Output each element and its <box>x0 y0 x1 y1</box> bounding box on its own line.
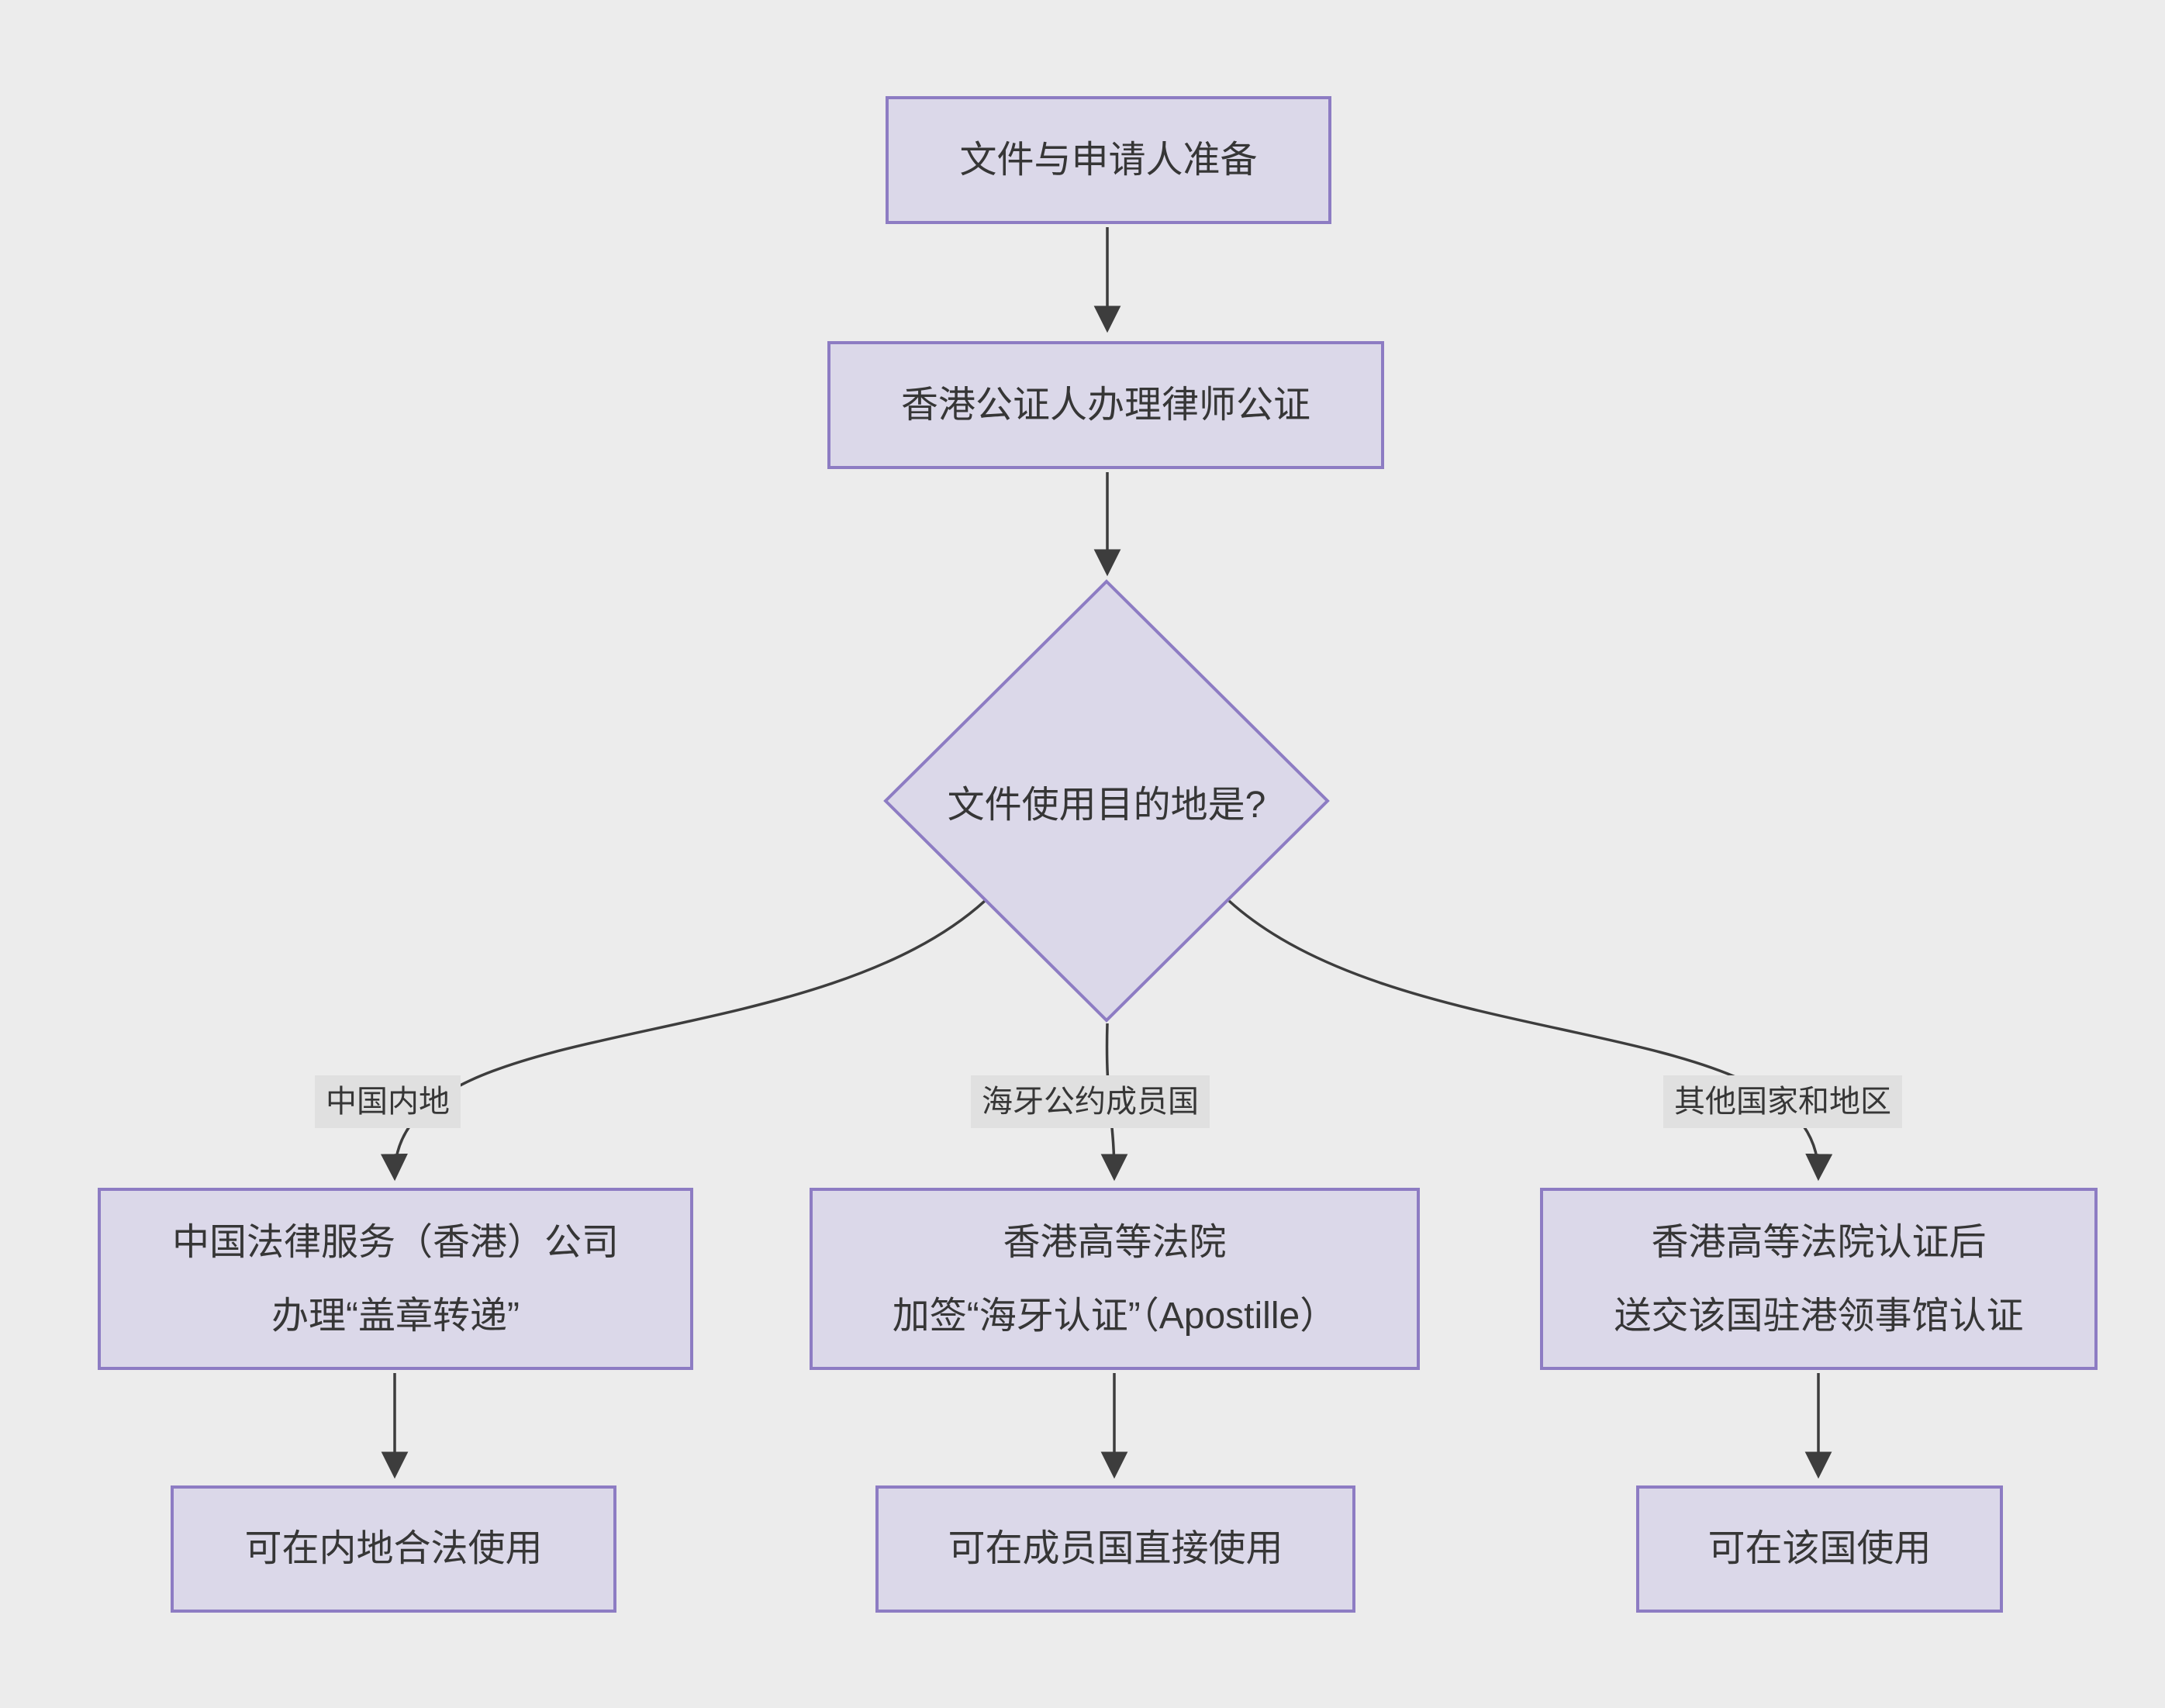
node-china-legal-services-transfer: 中国法律服务（香港）公司 办理“盖章转递” <box>98 1188 693 1370</box>
node-hk-high-court-apostille: 香港高等法院 加签“海牙认证”（Apostille） <box>810 1188 1420 1370</box>
edge-decision-to-other-process <box>1228 899 1833 1182</box>
edge-label-other-countries: 其他国家和地区 <box>1663 1075 1902 1128</box>
node-usable-in-mainland: 可在内地合法使用 <box>171 1485 616 1613</box>
node-line: 香港高等法院认证后 <box>1651 1221 1987 1263</box>
node-hk-notary-lawyer-notarization: 香港公证人办理律师公证 <box>827 341 1384 469</box>
node-usable-in-member-states: 可在成员国直接使用 <box>875 1485 1355 1613</box>
node-line: 加签“海牙认证”（Apostille） <box>892 1295 1338 1337</box>
node-line: 送交该国驻港领事馆认证 <box>1614 1295 2024 1337</box>
edge-label-mainland-china: 中国内地 <box>315 1075 461 1128</box>
node-line: 香港高等法院 <box>1003 1221 1227 1263</box>
edge-label-hague-member-states: 海牙公约成员国 <box>971 1075 1210 1128</box>
edge-decision-to-mainland-process <box>381 899 986 1182</box>
node-hk-high-court-consulate-legalization: 香港高等法院认证后 送交该国驻港领事馆认证 <box>1540 1188 2098 1370</box>
node-decision-destination: 文件使用目的地是? <box>947 785 1266 826</box>
node-line: 办理“盖章转递” <box>271 1295 520 1337</box>
node-usable-in-that-country: 可在该国使用 <box>1636 1485 2003 1613</box>
node-document-applicant-preparation: 文件与申请人准备 <box>886 96 1331 224</box>
node-line: 中国法律服务（香港）公司 <box>171 1221 619 1263</box>
decision-diamond-shape <box>883 579 1330 1023</box>
